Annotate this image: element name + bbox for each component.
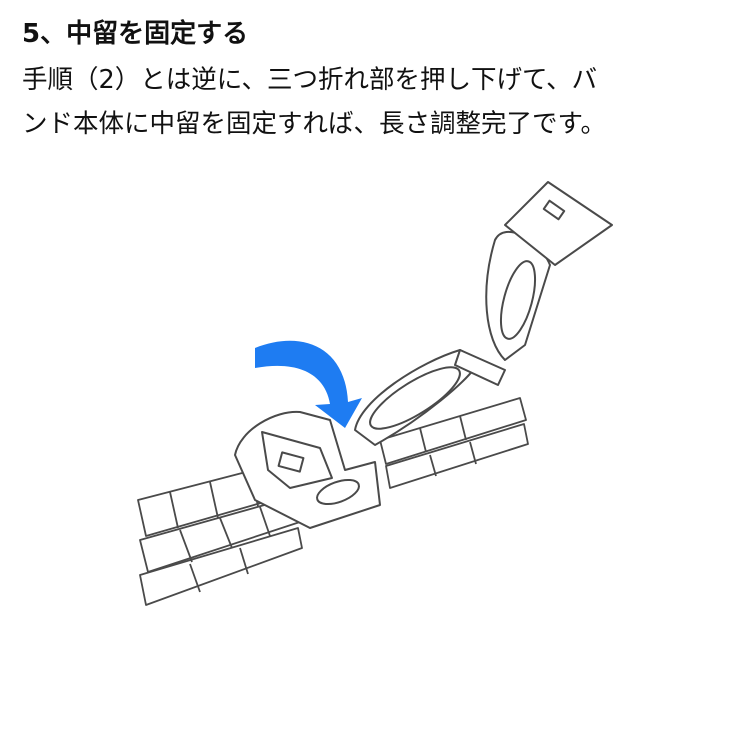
step-instructions: 手順（2）とは逆に、三つ折れ部を押し下げて、バ ンド本体に中留を固定すれば、長さ… <box>22 58 734 146</box>
instruction-line-2: ンド本体に中留を固定すれば、長さ調整完了です。 <box>22 109 606 139</box>
watch-band-clasp-illustration <box>137 181 613 606</box>
step-title: 5、中留を固定する <box>22 19 249 49</box>
band-links <box>137 397 529 606</box>
folding-buckle <box>354 181 613 446</box>
press-down-arrow <box>255 340 362 428</box>
clasp-body <box>234 410 381 529</box>
instruction-line-1: 手順（2）とは逆に、三つ折れ部を押し下げて、バ <box>22 65 598 95</box>
